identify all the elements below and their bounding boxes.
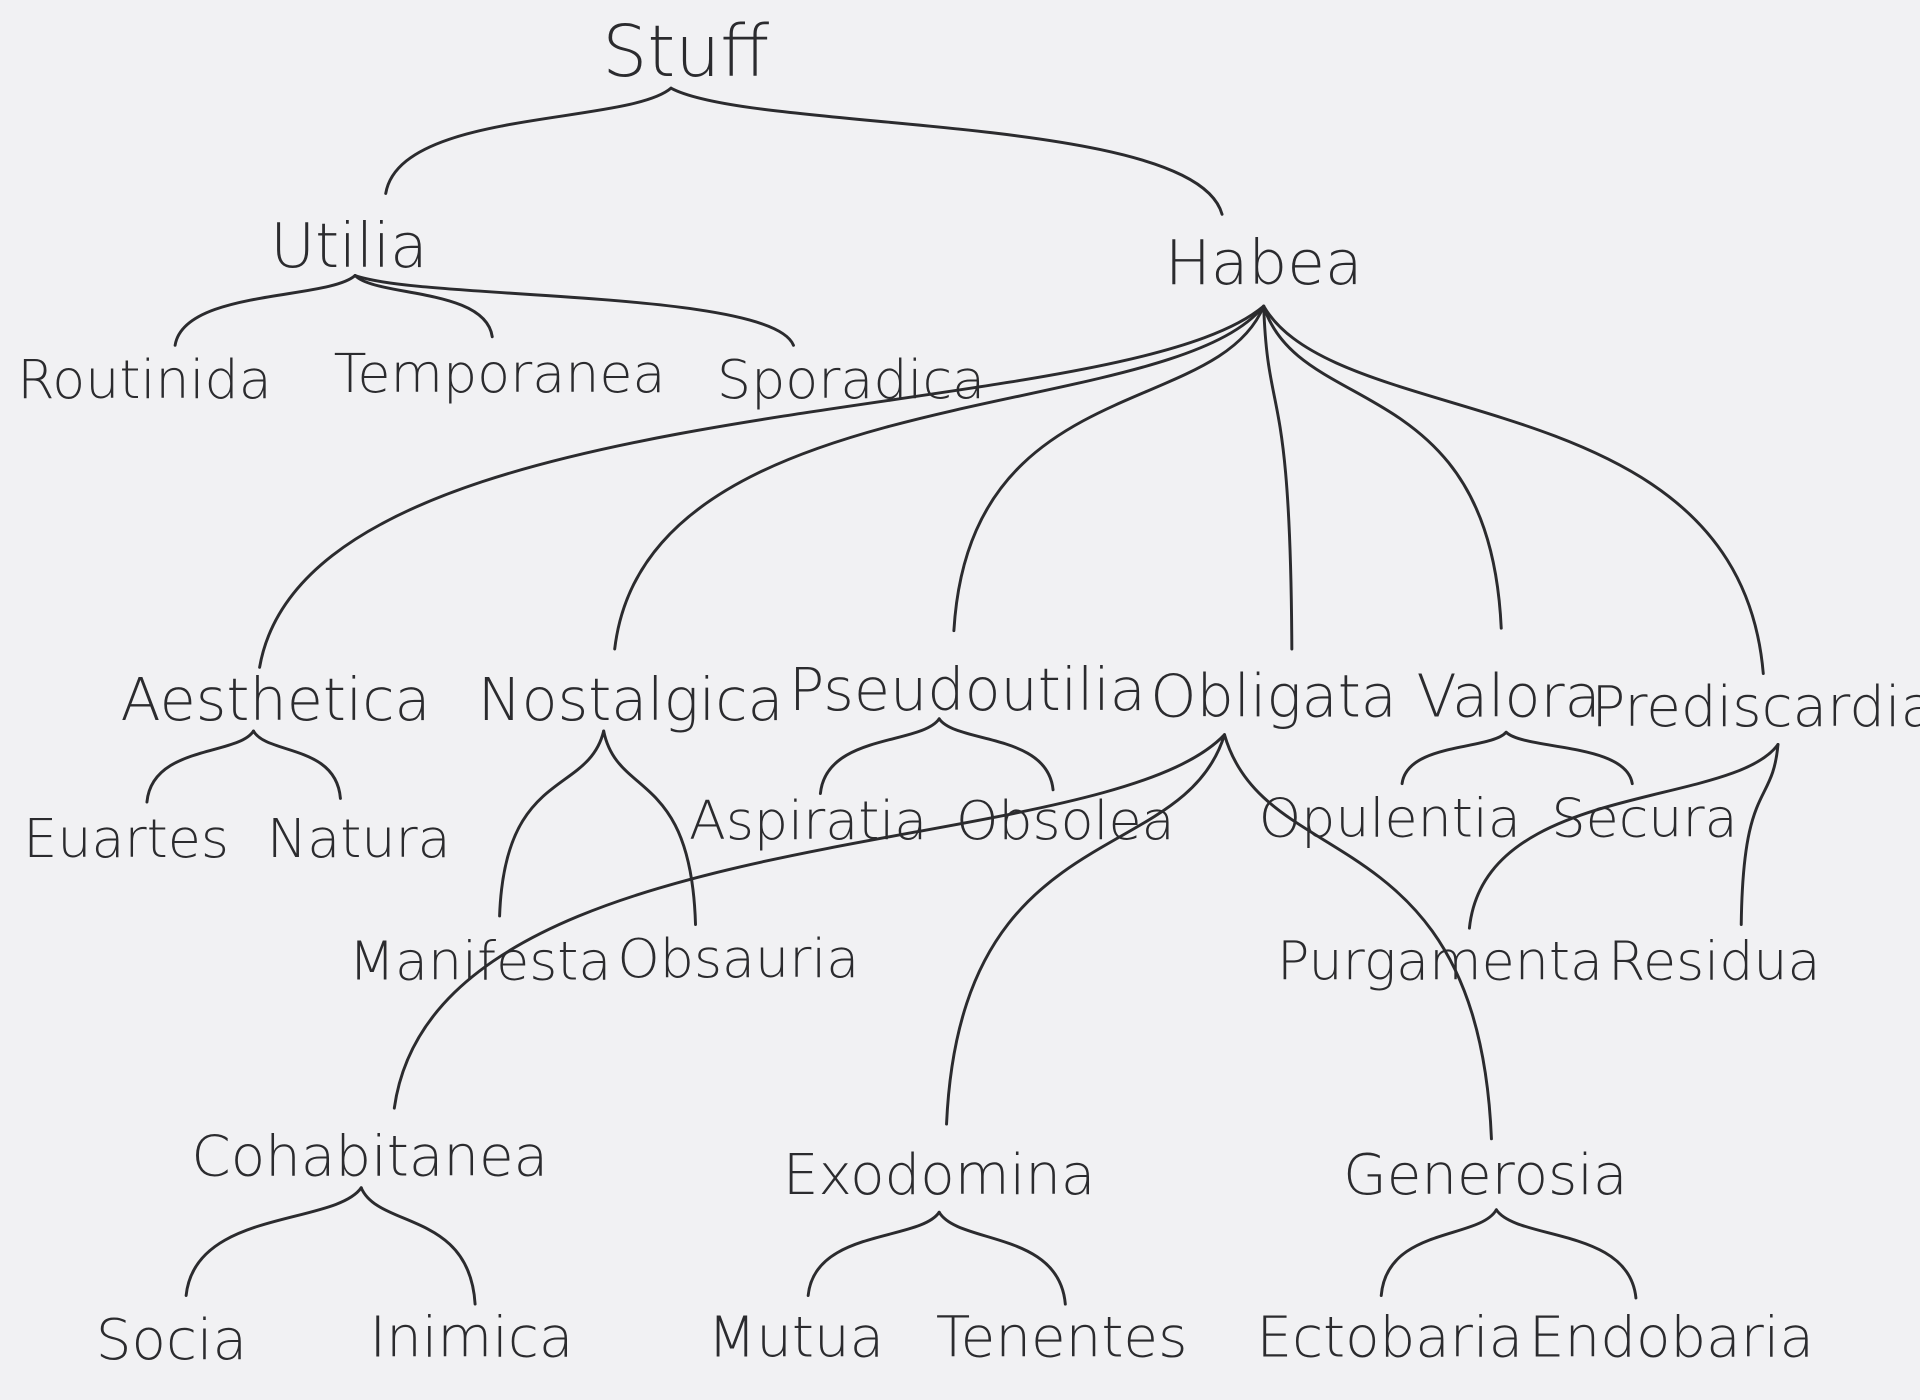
edge-obligata-cohabitanea <box>392 733 1226 1110</box>
node-socia: Socia <box>96 1308 247 1373</box>
edge-obligata-exodomina <box>945 733 1226 1126</box>
edge-valora-opulentia <box>1400 730 1508 786</box>
node-aesthetica: Aesthetica <box>120 665 430 734</box>
node-cohabitanea: Cohabitanea <box>191 1125 548 1190</box>
node-prediscardia: Prediscardia <box>1591 675 1920 740</box>
node-natura: Natura <box>267 807 451 870</box>
node-obsolea: Obsolea <box>956 789 1175 852</box>
node-euartes: Euartes <box>23 807 229 870</box>
edge-habea-pseudoutilia <box>952 304 1266 633</box>
edge-cohabitanea-socia <box>184 1186 363 1297</box>
edge-prediscardia-purgamenta <box>1467 743 1780 930</box>
edge-exodomina-tenentes <box>937 1210 1067 1306</box>
edge-nostalgica-manifesta <box>498 729 606 918</box>
node-endobaria: Endobaria <box>1529 1306 1814 1371</box>
node-residua: Residua <box>1608 930 1821 993</box>
edge-stuff-habea <box>669 86 1224 216</box>
node-secura: Secura <box>1551 786 1737 849</box>
edge-habea-nostalgica <box>613 304 1266 651</box>
edge-utilia-sporadica <box>353 274 795 347</box>
edge-utilia-routinida <box>173 274 357 347</box>
edge-valora-secura <box>1504 730 1634 786</box>
node-habea: Habea <box>1165 228 1363 299</box>
node-mutua: Mutua <box>708 1306 885 1371</box>
node-inimica: Inimica <box>369 1306 573 1371</box>
edge-exodomina-mutua <box>806 1210 941 1297</box>
edge-aesthetica-euartes <box>145 729 255 804</box>
node-utilia: Utilia <box>270 211 427 282</box>
node-pseudoutilia: Pseudoutilia <box>789 655 1146 724</box>
edge-habea-valora <box>1262 304 1503 630</box>
node-opulentia: Opulentia <box>1259 786 1521 849</box>
edge-generosia-endobaria <box>1494 1208 1638 1300</box>
edge-obligata-generosia <box>1223 733 1493 1141</box>
edge-stuff-utilia <box>384 86 673 195</box>
edge-generosia-ectobaria <box>1379 1208 1498 1297</box>
node-ectobaria: Ectobaria <box>1256 1306 1523 1371</box>
edge-nostalgica-obsauria <box>602 729 697 926</box>
node-routinida: Routinida <box>17 348 271 411</box>
tree-edges <box>145 86 1780 1306</box>
node-obsauria: Obsauria <box>617 927 859 990</box>
edge-pseudoutilia-aspiratia <box>818 717 941 795</box>
edge-pseudoutilia-obsolea <box>937 717 1055 792</box>
node-exodomina: Exodomina <box>783 1143 1096 1208</box>
edge-aesthetica-natura <box>252 729 342 800</box>
node-nostalgica: Nostalgica <box>478 665 784 734</box>
edge-habea-obligata <box>1262 304 1294 651</box>
edge-habea-aesthetica <box>258 304 1266 669</box>
edge-utilia-temporanea <box>353 274 494 339</box>
edge-habea-prediscardia <box>1262 304 1765 675</box>
node-stuff: Stuff <box>602 10 769 93</box>
node-obligata: Obligata <box>1150 661 1397 730</box>
node-valora: Valora <box>1417 661 1601 730</box>
node-generosia: Generosia <box>1343 1143 1627 1208</box>
node-tenentes: Tenentes <box>936 1306 1188 1371</box>
node-manifesta: Manifesta <box>349 930 612 993</box>
node-purgamenta: Purgamenta <box>1277 930 1603 993</box>
node-aspiratia: Aspiratia <box>689 789 927 852</box>
edge-prediscardia-residua <box>1739 743 1780 926</box>
node-temporanea: Temporanea <box>334 342 666 405</box>
node-sporadica: Sporadica <box>717 348 985 411</box>
edge-cohabitanea-inimica <box>359 1186 477 1306</box>
